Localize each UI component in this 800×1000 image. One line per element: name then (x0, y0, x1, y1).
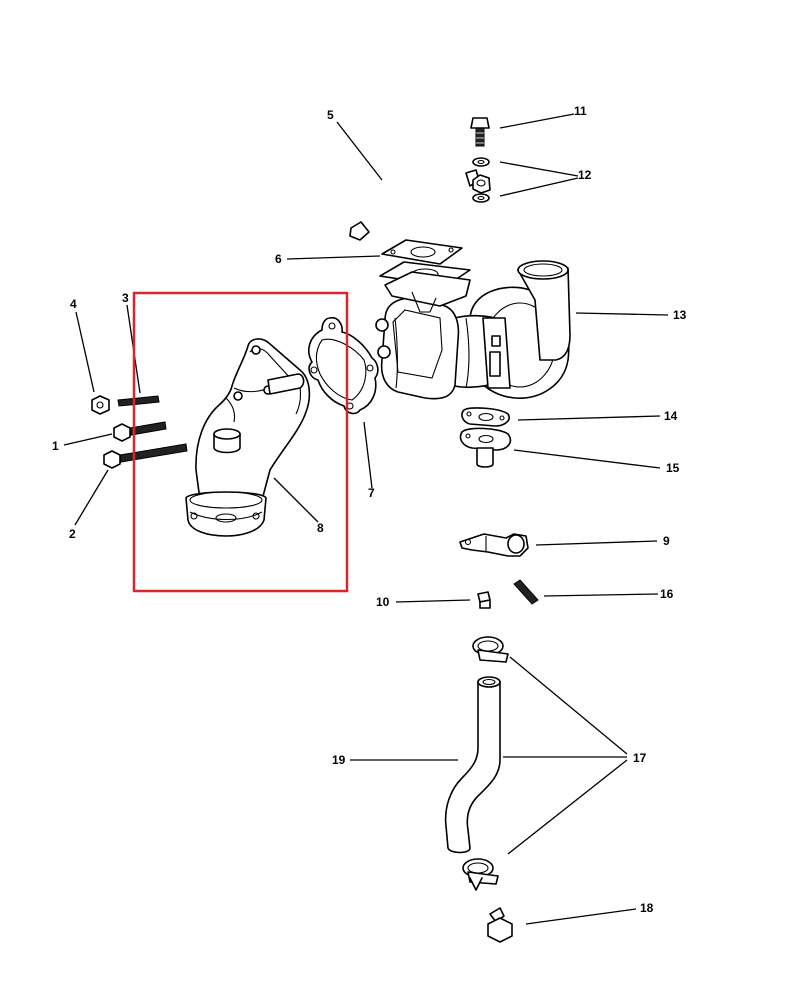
callout-13[interactable]: 13 (673, 308, 687, 322)
part-15-drain-flange[interactable] (459, 427, 512, 468)
leader-lines (63, 113, 669, 925)
callout-2[interactable]: 2 (69, 527, 76, 541)
callout-15[interactable]: 15 (666, 461, 680, 475)
part-11-banjo-bolt[interactable] (470, 117, 490, 147)
part-7-elbow-gasket[interactable] (308, 316, 379, 415)
part-17-hose-clip-lower[interactable] (462, 858, 499, 891)
callout-8[interactable]: 8 (317, 521, 324, 535)
callout-6[interactable]: 6 (275, 252, 282, 266)
part-10-small-bolt[interactable] (477, 591, 491, 609)
part-8-outlet-elbow[interactable] (185, 338, 311, 537)
callout-4[interactable]: 4 (70, 297, 77, 311)
callout-12[interactable]: 12 (578, 168, 592, 182)
callout-16[interactable]: 16 (660, 587, 674, 601)
highlight-frame-part-8 (132, 291, 349, 593)
callout-5[interactable]: 5 (327, 108, 334, 122)
callout-labels: 1 2 3 4 5 6 7 8 9 10 11 12 13 14 15 16 1… (52, 104, 687, 915)
callout-18[interactable]: 18 (640, 901, 654, 915)
part-4-nut[interactable] (91, 395, 110, 415)
part-16-stud[interactable] (513, 579, 539, 605)
callout-3[interactable]: 3 (122, 291, 129, 305)
callout-9[interactable]: 9 (663, 534, 670, 548)
part-19-drain-hose[interactable] (444, 676, 501, 854)
part-12-sealing-washers[interactable] (472, 157, 491, 203)
callout-19[interactable]: 19 (332, 753, 346, 767)
callout-17[interactable]: 17 (633, 751, 647, 765)
part-5-oil-feed-pipe[interactable] (349, 164, 480, 241)
part-9-bracket[interactable] (459, 533, 529, 557)
part-13-turbocharger[interactable] (375, 260, 571, 400)
part-3-stud[interactable] (117, 395, 160, 407)
part-18-union-fitting[interactable] (487, 907, 513, 943)
part-1-bolt[interactable] (113, 421, 167, 442)
callout-11[interactable]: 11 (574, 104, 587, 118)
callout-1[interactable]: 1 (52, 439, 59, 453)
part-2-long-bolt[interactable] (103, 443, 188, 469)
part-17-hose-clip-upper[interactable] (472, 636, 509, 663)
part-14-drain-gasket[interactable] (461, 407, 510, 427)
callout-7[interactable]: 7 (368, 486, 375, 500)
callout-10[interactable]: 10 (376, 595, 390, 609)
callout-14[interactable]: 14 (664, 409, 678, 423)
